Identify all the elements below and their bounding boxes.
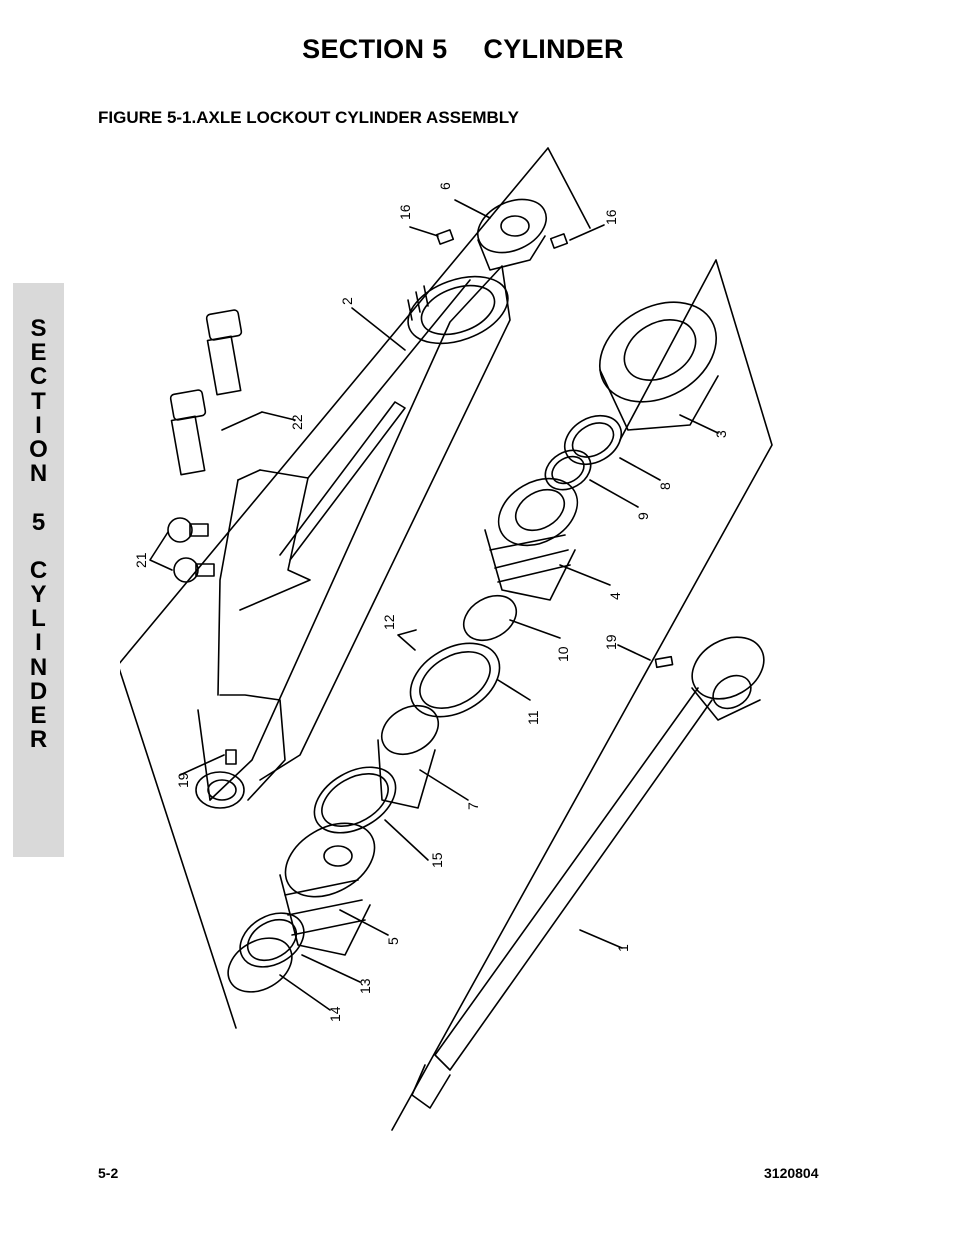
side-tab-letter: E [30,339,47,367]
wear-ring [313,766,397,834]
callout-21: 21 [133,552,149,568]
rod-head [484,477,579,601]
callout-14: 14 [327,1006,343,1022]
side-tab-letter [13,535,64,559]
callout-19-left: 19 [175,772,191,788]
piston-rod [411,636,765,1109]
side-tab-letter: D [29,677,48,705]
side-tab-letter: L [31,605,46,633]
side-tab-letter: I [35,629,42,657]
side-tab-letter: Y [30,581,47,609]
callout-2: 2 [339,297,355,305]
check-valves [169,309,296,476]
callout-4: 4 [607,592,623,600]
document-number: 3120804 [764,1165,819,1181]
callout-5: 5 [385,937,401,945]
side-tab-letter: N [29,460,48,488]
side-tab-letter: R [29,726,48,754]
piston [279,822,376,956]
side-tab-letter: I [35,411,42,439]
leader-lines [279,199,719,1011]
side-tab-letter: S [30,315,47,342]
callout-9: 9 [635,512,651,520]
callout-8: 8 [657,482,673,490]
callout-6: 6 [437,182,453,190]
callout-19-right: 19 [603,634,619,650]
plugs [149,517,215,583]
side-tab-letter: E [30,702,47,729]
callout-13: 13 [357,978,373,994]
piston-rings [397,594,518,718]
figure-title: FIGURE 5-1.AXLE LOCKOUT CYLINDER ASSEMBL… [98,108,519,127]
callout-11: 11 [525,710,541,725]
side-tab-letter: 5 [31,508,46,536]
side-tab-letter: T [31,387,46,415]
spacer-tube [377,704,440,809]
callout-3: 3 [713,430,729,438]
callout-1: 1 [615,944,631,952]
section-title: SECTION 5 CYLINDER [0,34,926,65]
section-name: CYLINDER [483,34,624,64]
right-boundary [391,259,773,1131]
side-tab-letter [13,486,64,510]
grease-fittings [179,655,674,776]
piston-seals [227,912,305,993]
callout-16-right: 16 [603,209,619,225]
callout-22: 22 [289,414,305,430]
callout-16-left: 16 [397,204,413,220]
head-end-cap [598,301,719,431]
callout-10: 10 [555,646,571,662]
upper-boundary [120,147,591,1029]
callout-7: 7 [465,802,481,810]
callout-12: 12 [381,614,397,630]
exploded-view-drawing: 1 2 3 4 5 6 7 8 9 10 11 12 13 14 15 16 1… [120,147,773,1131]
port-fitting [435,198,569,271]
page-number: 5-2 [98,1165,119,1181]
section-number: SECTION 5 [302,34,448,64]
rod-seals [544,414,623,491]
side-tab-letter: C [29,363,48,391]
side-tab-letter: C [29,556,48,584]
callout-15: 15 [429,852,445,868]
barrel-assembly [195,265,511,809]
side-tab-letter: O [29,435,48,463]
side-tab-letter: N [29,653,48,681]
